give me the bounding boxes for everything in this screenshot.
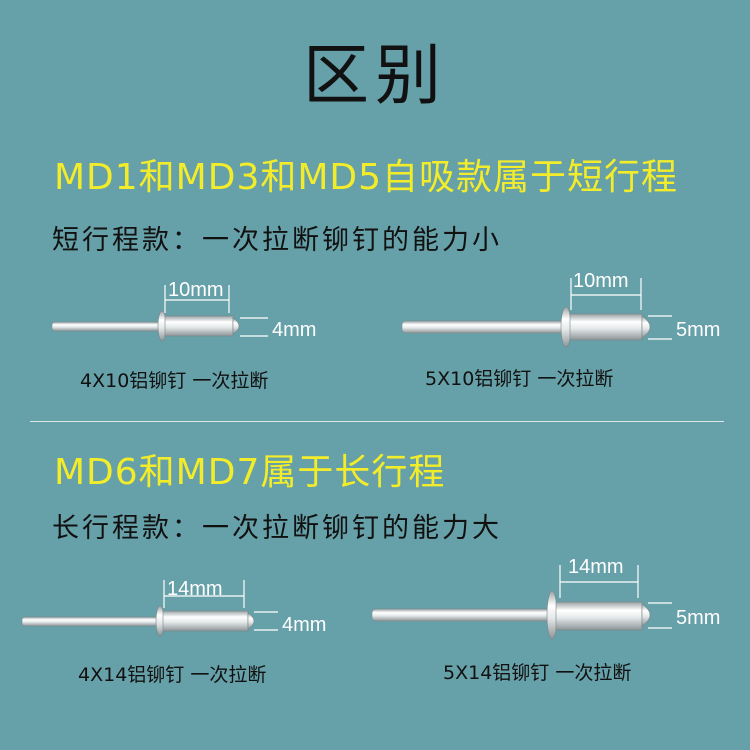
rivet-4x14-length-label: 14mm — [167, 578, 223, 600]
section2-heading: MD6和MD7属于长行程 — [54, 452, 446, 493]
rivet-5x14-diameter-label: 5mm — [676, 607, 721, 629]
section2-description: 长行程款：一次拉断铆钉的能力大 — [52, 513, 502, 544]
section-divider — [30, 421, 724, 422]
rivet-4x14-diameter-label: 4mm — [282, 614, 327, 636]
rivet-4x10-length-label: 10mm — [168, 279, 224, 301]
rivet-5x14-caption: 5X14铝铆钉 一次拉断 — [443, 662, 632, 684]
rivet-5x14-length-label: 14mm — [568, 556, 624, 578]
rivet-4x14-caption: 4X14铝铆钉 一次拉断 — [78, 664, 267, 686]
rivet-4x10-diameter-label: 4mm — [272, 319, 317, 341]
rivet-5x10-diameter-label: 5mm — [676, 319, 721, 341]
rivet-4x10-caption: 4X10铝铆钉 一次拉断 — [80, 370, 269, 392]
rivet-5x10-caption: 5X10铝铆钉 一次拉断 — [425, 368, 614, 390]
page-title: 区别 — [303, 37, 447, 114]
rivet-5x10-length-label: 10mm — [573, 270, 629, 292]
section1-heading: MD1和MD3和MD5自吸款属于短行程 — [54, 157, 679, 198]
section1-description: 短行程款：一次拉断铆钉的能力小 — [52, 225, 502, 256]
